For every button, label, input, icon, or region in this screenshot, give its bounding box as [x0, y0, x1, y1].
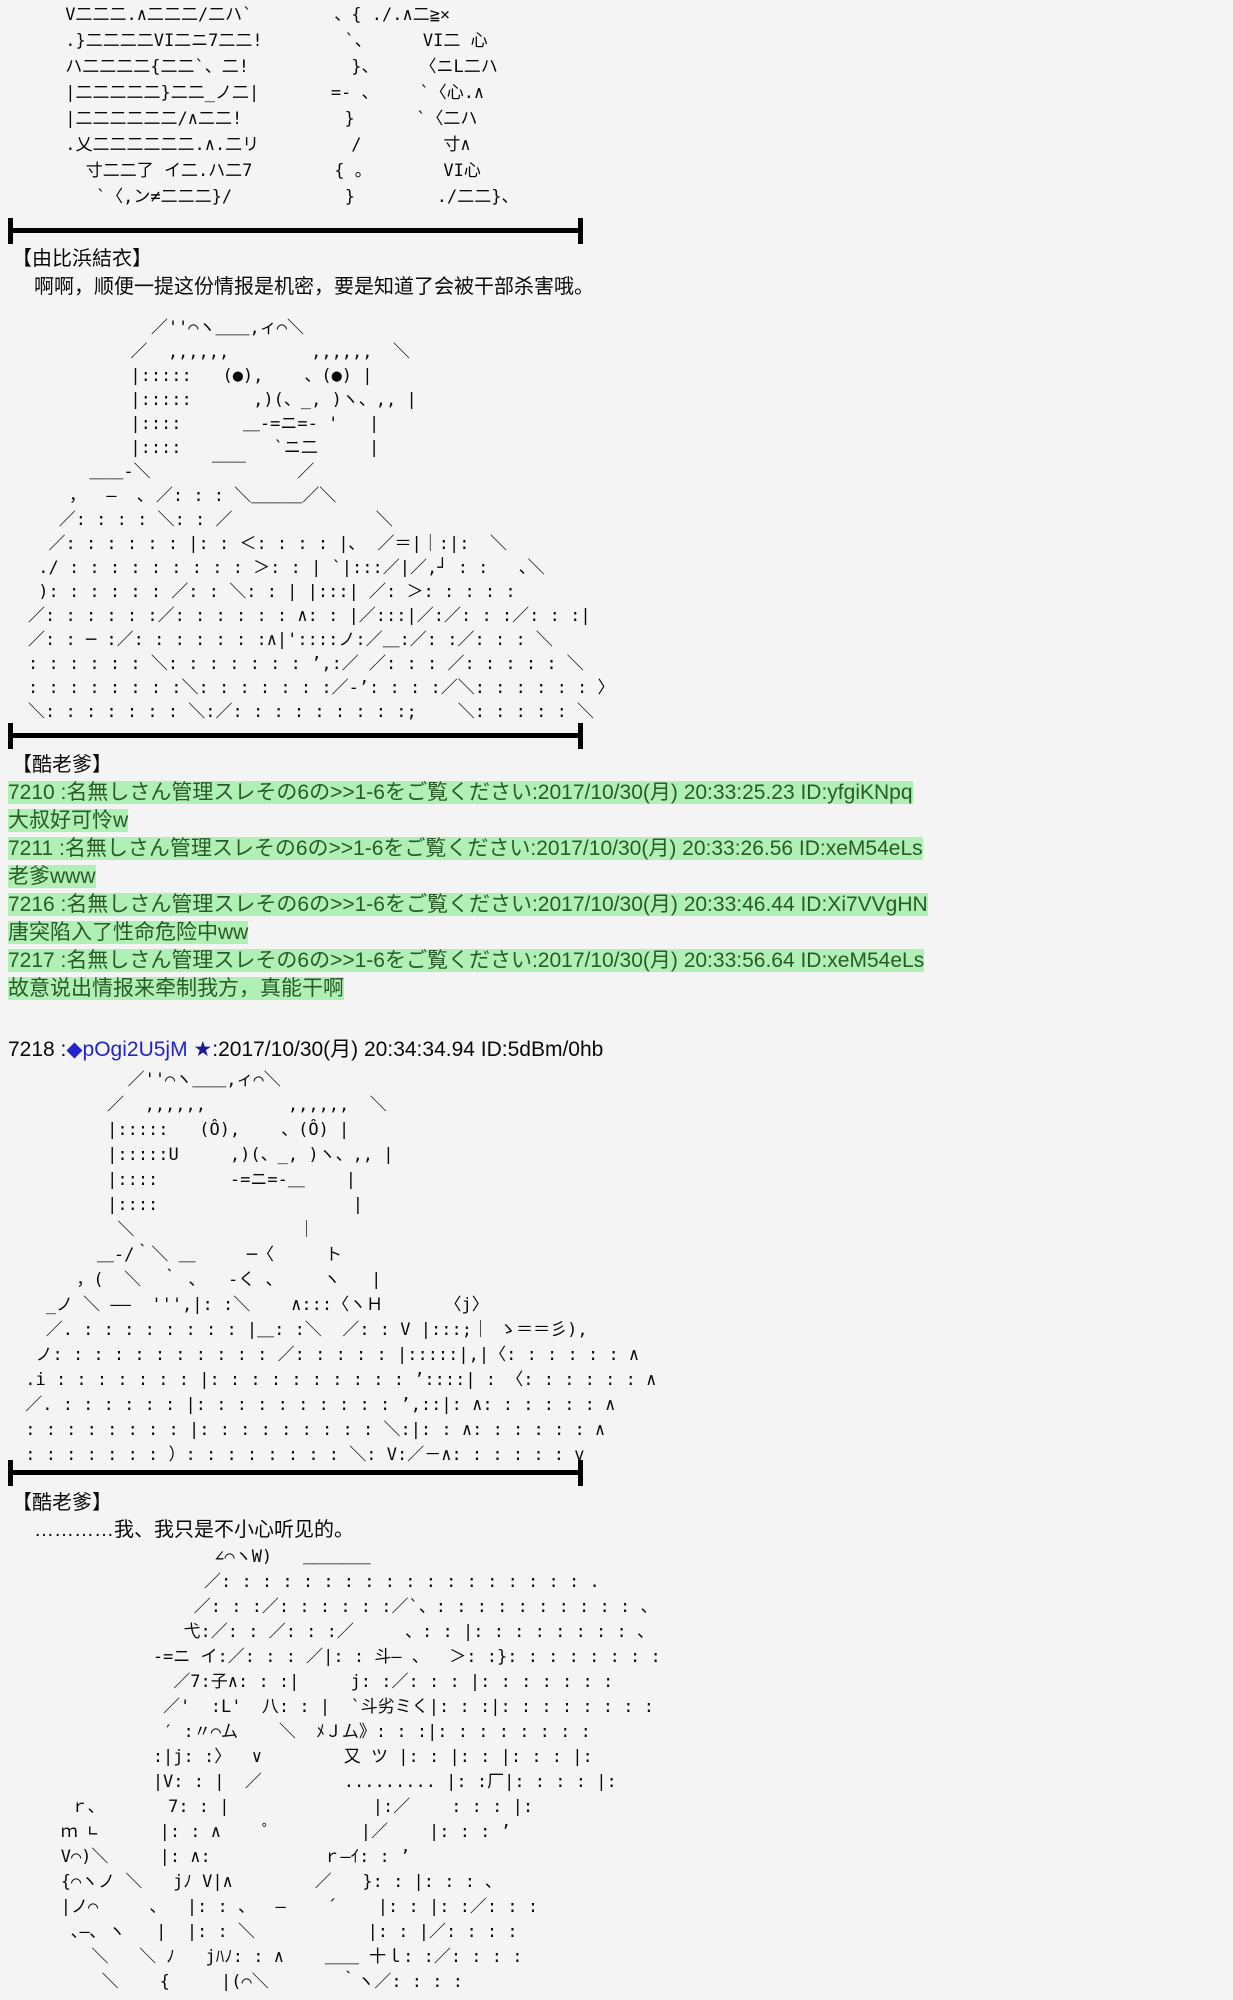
separator-right-tick [578, 723, 583, 749]
post-header-7218: 7218 :◆pOgi2U5jM ★:2017/10/30(月) 20:34:3… [8, 1036, 603, 1064]
post-body: 老爹www [8, 865, 96, 888]
post-datetime: :2017/10/30(月) 20:34:34.94 ID:5dBm/0hb [212, 1038, 604, 1061]
ascii-art-face-2: ／''⌒ヽ＿＿,ィ⌒＼ ／ ,,,,,, ,,,,,, ＼ |::::: (Ô)… [25, 1070, 657, 1465]
tripcode-link[interactable]: ◆pOgi2U5jM [66, 1038, 194, 1061]
post-row: 7211 :名無しさん管理スレその6の>>1-6をご覧ください:2017/10/… [8, 835, 928, 891]
separator-bar [8, 733, 583, 738]
ascii-art-top: V二二二.∧二二二/二ハ` 、{ ./.∧二≧× .}二二二二VI二ニ7二二! … [65, 5, 519, 207]
separator [8, 218, 583, 244]
post-number: 7218 : [8, 1038, 67, 1061]
separator-right-tick [578, 218, 583, 244]
post-row: 7216 :名無しさん管理スレその6の>>1-6をご覧ください:2017/10/… [8, 891, 928, 947]
post-row: 7217 :名無しさん管理スレその6の>>1-6をご覧ください:2017/10/… [8, 947, 928, 1003]
post-body: 唐突陷入了性命危险中ww [8, 921, 249, 944]
separator-bar [8, 228, 583, 233]
post-header: 7216 :名無しさん管理スレその6の>>1-6をご覧ください:2017/10/… [8, 893, 928, 916]
post-header: 7210 :名無しさん管理スレその6の>>1-6をご覧ください:2017/10/… [8, 781, 913, 804]
cap-star-icon: ★ [193, 1038, 213, 1061]
separator [8, 723, 583, 749]
separator [8, 1460, 583, 1486]
post-body: 大叔好可怜w [8, 809, 129, 832]
ascii-art-bottom: ∠⌒ヽW) ＿＿＿＿ ／: : : : : : : : : : : : : : … [60, 1547, 661, 1992]
speaker-label-cool-dad: 【酷老爹】 [12, 1492, 112, 1514]
ascii-art-face-1: ／''⌒ヽ＿＿,ィ⌒＼ ／ ,,,,,, ,,,,,, ＼ |::::: (●)… [28, 318, 615, 722]
speaker-label-cool-dad: 【酷老爹】 [12, 754, 112, 776]
separator-right-tick [578, 1460, 583, 1486]
post-row: 7210 :名無しさん管理スレその6の>>1-6をご覧ください:2017/10/… [8, 779, 928, 835]
speaker-label-yuigahama: 【由比浜結衣】 [12, 248, 152, 270]
dialogue-line-yuigahama: 啊啊，顺便一提这份情报是机密，要是知道了会被干部杀害哦。 [14, 276, 594, 298]
post-list: 7210 :名無しさん管理スレその6の>>1-6をご覧ください:2017/10/… [8, 779, 928, 1003]
post-header: 7211 :名無しさん管理スレその6の>>1-6をご覧ください:2017/10/… [8, 837, 923, 860]
post-header: 7217 :名無しさん管理スレその6の>>1-6をご覧ください:2017/10/… [8, 949, 925, 972]
post-body: 故意说出情报来牵制我方，真能干啊 [8, 977, 344, 1000]
dialogue-line-cool-dad: …………我、我只是不小心听见的。 [14, 1519, 354, 1541]
separator-bar [8, 1470, 583, 1475]
